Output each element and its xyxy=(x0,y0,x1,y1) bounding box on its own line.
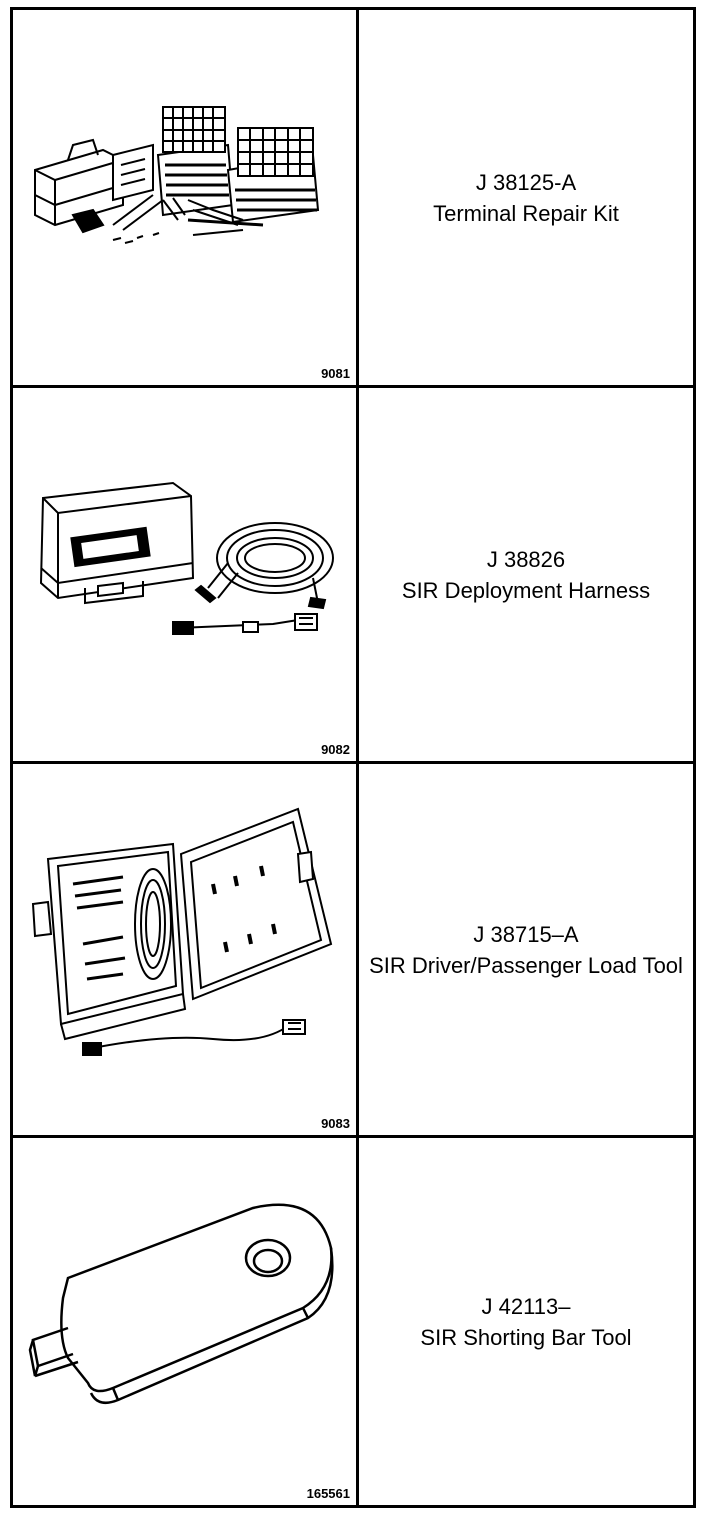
load-tool-illustration xyxy=(31,807,333,1056)
table-row: 165561 J 42113– SIR Shorting Bar Tool xyxy=(13,1138,693,1505)
description-cell: J 38826 SIR Deployment Harness xyxy=(359,388,693,761)
tool-number: J 38826 xyxy=(486,546,566,572)
tool-number: J 42113– xyxy=(481,1293,571,1319)
shorting-bar-tool-illustration xyxy=(28,1203,334,1405)
description-cell: J 38125-A Terminal Repair Kit xyxy=(359,10,693,385)
image-cell: 9081 xyxy=(13,10,359,385)
tool-description: SIR Driver/Passenger Load Tool xyxy=(369,952,683,978)
tool-number: J 38125-A xyxy=(475,169,577,195)
table-row: 9082 J 38826 SIR Deployment Harness xyxy=(13,388,693,764)
figure-number: 165561 xyxy=(306,1486,350,1501)
tool-description: SIR Shorting Bar Tool xyxy=(420,1324,632,1350)
tool-table: 9081 J 38125-A Terminal Repair Kit xyxy=(10,7,696,1508)
figure-number: 9081 xyxy=(321,366,350,381)
image-cell: 9083 xyxy=(13,764,359,1135)
description-cell: J 42113– SIR Shorting Bar Tool xyxy=(359,1138,693,1505)
table-row: 9083 J 38715–A SIR Driver/Passenger Load… xyxy=(13,764,693,1138)
table-row: 9081 J 38125-A Terminal Repair Kit xyxy=(13,10,693,388)
tool-number: J 38715–A xyxy=(473,921,579,947)
figure-number: 9083 xyxy=(321,1116,350,1131)
description-cell: J 38715–A SIR Driver/Passenger Load Tool xyxy=(359,764,693,1135)
figure-number: 9082 xyxy=(321,742,350,757)
image-cell: 165561 xyxy=(13,1138,359,1505)
terminal-repair-kit-illustration xyxy=(34,106,320,244)
image-cell: 9082 xyxy=(13,388,359,761)
tool-description: SIR Deployment Harness xyxy=(401,577,651,603)
tool-description: Terminal Repair Kit xyxy=(433,200,619,226)
deployment-harness-illustration xyxy=(39,481,334,635)
